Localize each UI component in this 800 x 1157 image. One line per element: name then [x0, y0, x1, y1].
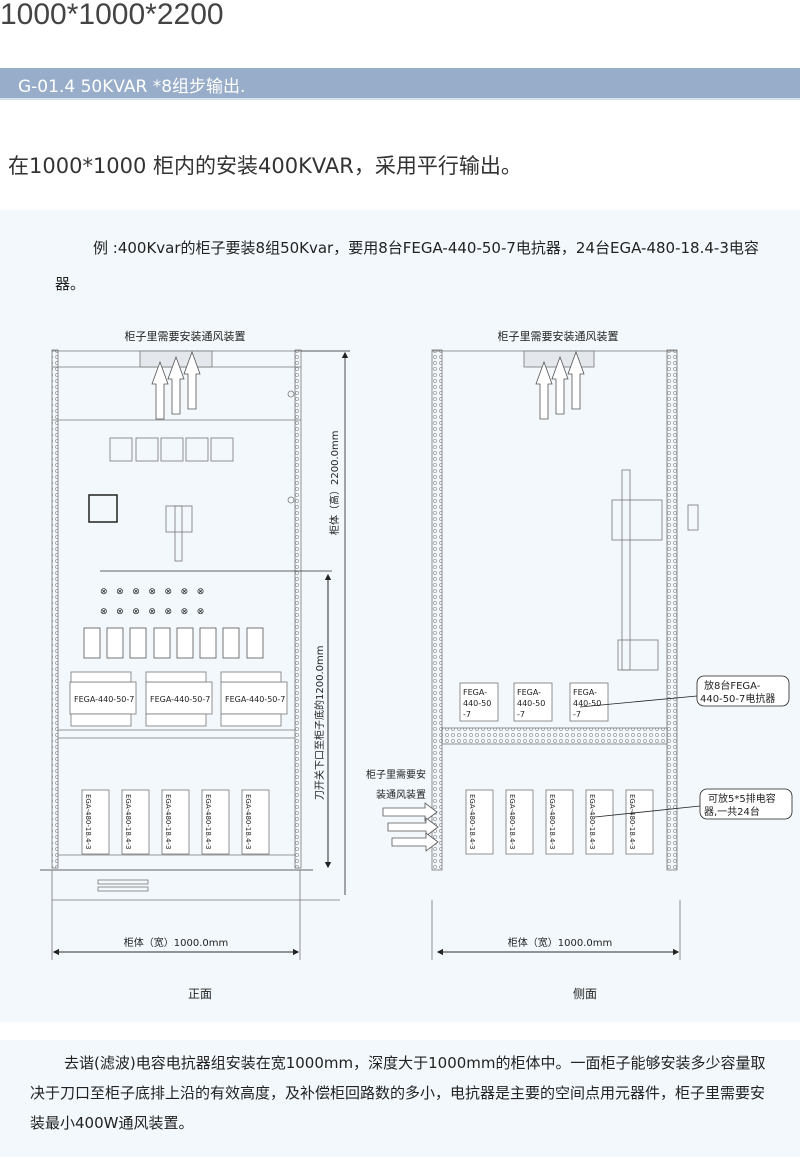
reactor: FEGA- 440-50 -7: [513, 682, 553, 722]
side-vent-label-2: 装通风装置: [376, 788, 426, 801]
reactor-callout: 放8台FEGA-440-50-7电抗器: [579, 675, 790, 708]
svg-text:⊗ ⊗ ⊗ ⊗ ⊗ ⊗ ⊗: ⊗ ⊗ ⊗ ⊗ ⊗ ⊗ ⊗: [100, 607, 204, 617]
svg-text:-7: -7: [517, 710, 525, 719]
page-title: 1000*1000*2200: [0, 0, 224, 31]
svg-text:⊗ ⊗ ⊗ ⊗ ⊗ ⊗ ⊗: ⊗ ⊗ ⊗ ⊗ ⊗ ⊗ ⊗: [100, 587, 204, 597]
side-caption: 侧面: [573, 987, 597, 1001]
front-width-dimension: 柜体（宽）1000.0mm: [124, 936, 228, 949]
svg-text:440-50-7电抗器: 440-50-7电抗器: [700, 692, 775, 705]
contactor-row: [83, 627, 264, 659]
side-view: 柜子里需要安装通风装置 FEGA-440-50-7 FEGA-440-50-7 …: [366, 329, 793, 1001]
side-width-dimension: 柜体（宽）1000.0mm: [508, 936, 612, 949]
front-view: 柜子里需要安装通风装置 ⊗ ⊗ ⊗ ⊗ ⊗ ⊗ ⊗ ⊗ ⊗ ⊗ ⊗ ⊗ ⊗ ⊗ …: [40, 329, 350, 1001]
svg-text:可放5*5排电容: 可放5*5排电容: [708, 792, 776, 805]
description-text: 去谐(滤波)电容电抗器组安装在宽1000mm，深度大于1000mm的柜体中。一面…: [30, 1054, 766, 1132]
svg-text:FEGA-440-50-7: FEGA-440-50-7: [74, 695, 134, 704]
svg-text:放8台FEGA-: 放8台FEGA-: [704, 679, 761, 692]
svg-text:FEGA-: FEGA-: [573, 688, 597, 697]
side-vent-label-1: 柜子里需要安: [366, 768, 426, 781]
svg-text:-7: -7: [463, 710, 471, 719]
description-panel: 去谐(滤波)电容电抗器组安装在宽1000mm，深度大于1000mm的柜体中。一面…: [0, 1040, 800, 1157]
reactor: FEGA- 440-50 -7: [569, 682, 609, 722]
svg-text:EGA-480-18.4-3: EGA-480-18.4-3: [244, 794, 252, 849]
svg-text:EGA-480-18.4-3: EGA-480-18.4-3: [588, 794, 596, 849]
height-dimension: 柜体（高）2200.0mm: [328, 431, 341, 535]
vent-arrow-icon: [151, 350, 201, 420]
svg-text:FEGA-: FEGA-: [463, 688, 487, 697]
reactor: FEGA-440-50-7: [145, 671, 213, 727]
section-band: G-01.4 50KVAR *8组步输出.: [0, 68, 800, 100]
svg-text:-7: -7: [573, 710, 581, 719]
svg-text:FEGA-: FEGA-: [517, 688, 541, 697]
svg-text:FEGA-440-50-7: FEGA-440-50-7: [150, 695, 210, 704]
svg-text:EGA-480-18.4-3: EGA-480-18.4-3: [124, 794, 132, 849]
front-caption: 正面: [188, 987, 212, 1001]
vent-arrow-icon: [535, 350, 585, 420]
svg-text:440-50: 440-50: [573, 699, 601, 708]
svg-text:EGA-480-18.4-3: EGA-480-18.4-3: [468, 794, 476, 849]
svg-text:器,一共24台: 器,一共24台: [704, 805, 760, 818]
svg-text:440-50: 440-50: [517, 699, 545, 708]
reactor: FEGA- 440-50 -7: [459, 682, 499, 722]
reactor: FEGA-440-50-7: [69, 671, 137, 727]
svg-text:EGA-480-18.4-3: EGA-480-18.4-3: [204, 794, 212, 849]
capacitor-row: EGA-480-18.4-3 EGA-480-18.4-3 EGA-480-18…: [465, 789, 654, 855]
fuse-rows: ⊗ ⊗ ⊗ ⊗ ⊗ ⊗ ⊗ ⊗ ⊗ ⊗ ⊗ ⊗ ⊗ ⊗: [100, 587, 204, 617]
svg-text:FEGA-440-50-7: FEGA-440-50-7: [225, 695, 285, 704]
front-vent-label: 柜子里需要安装通风装置: [125, 329, 246, 343]
switch-dimension: 刀开关下口至柜子底的1200.0mm: [313, 646, 326, 800]
reactor: FEGA-440-50-7: [220, 671, 288, 727]
svg-text:440-50: 440-50: [463, 699, 491, 708]
side-vent-arrow-icon: [382, 802, 439, 852]
capacitor-row: EGA-480-18.4-3 EGA-480-18.4-3 EGA-480-18…: [81, 789, 270, 855]
svg-text:EGA-480-18.4-3: EGA-480-18.4-3: [548, 794, 556, 849]
controller-icon: [88, 494, 118, 523]
subtitle: 在1000*1000 柜内的安装400KVAR，采用平行输出。: [8, 154, 522, 178]
svg-text:EGA-480-18.4-3: EGA-480-18.4-3: [84, 794, 92, 849]
side-vent-label: 柜子里需要安装通风装置: [498, 329, 619, 343]
svg-text:EGA-480-18.4-3: EGA-480-18.4-3: [164, 794, 172, 849]
section-title: G-01.4 50KVAR *8组步输出.: [18, 77, 246, 97]
svg-text:EGA-480-18.4-3: EGA-480-18.4-3: [508, 794, 516, 849]
svg-text:EGA-480-18.4-3: EGA-480-18.4-3: [628, 794, 636, 849]
intro-text: 例 :400Kvar的柜子要装8组50Kvar，要用8台FEGA-440-50-…: [55, 239, 759, 293]
